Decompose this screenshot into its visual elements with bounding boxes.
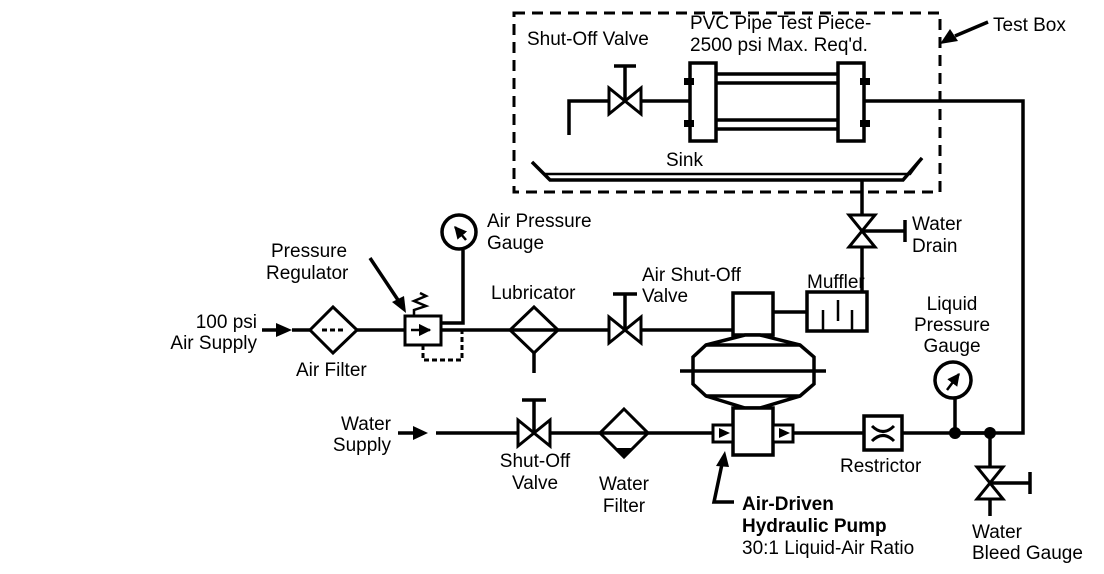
label-water-supply-1: Water bbox=[341, 414, 392, 435]
pressure-regulator bbox=[403, 250, 510, 362]
liquid-pressure-gauge bbox=[933, 360, 996, 439]
label-pvc-line2: 2500 psi Max. Req'd. bbox=[690, 35, 868, 56]
sink bbox=[530, 156, 924, 182]
water-drain-valve bbox=[845, 180, 907, 265]
label-water-drain-2: Drain bbox=[912, 236, 957, 257]
label-air-filter: Air Filter bbox=[296, 360, 367, 381]
label-liquid-gauge-1: Liquid bbox=[927, 294, 978, 315]
label-bleed-1: Water bbox=[972, 522, 1023, 543]
label-water-drain-1: Water bbox=[912, 214, 963, 235]
restrictor bbox=[862, 414, 955, 452]
label-shut-off-bottom-1: Shut-Off bbox=[500, 451, 571, 472]
air-pressure-gauge bbox=[440, 213, 478, 251]
label-air-shut-off-1: Air Shut-Off bbox=[642, 265, 742, 286]
test-box-pointer bbox=[940, 20, 989, 44]
label-liquid-gauge-2: Pressure bbox=[914, 315, 990, 336]
label-air-pressure-gauge-1: Air Pressure bbox=[487, 211, 592, 232]
label-water-supply-2: Supply bbox=[333, 435, 392, 456]
label-air-supply-1: 100 psi bbox=[196, 312, 257, 333]
top-shut-off-valve bbox=[567, 64, 690, 135]
label-pressure-regulator-2: Regulator bbox=[266, 263, 349, 284]
label-pvc-line1: PVC Pipe Test Piece- bbox=[690, 13, 871, 34]
label-water-filter-2: Filter bbox=[603, 496, 646, 517]
label-liquid-gauge-3: Gauge bbox=[923, 336, 980, 357]
pump-pointer bbox=[711, 451, 734, 504]
label-muffler: Muffler bbox=[807, 272, 865, 293]
lubricator bbox=[507, 304, 609, 373]
label-bleed-2: Bleed Gauge bbox=[972, 543, 1083, 564]
water-bleed-valve bbox=[973, 433, 1032, 516]
label-sink: Sink bbox=[666, 150, 703, 171]
label-shut-off-bottom-2: Valve bbox=[512, 473, 558, 494]
label-lubricator: Lubricator bbox=[491, 283, 576, 304]
label-air-shut-off-2: Valve bbox=[642, 286, 688, 307]
label-pressure-regulator-1: Pressure bbox=[271, 241, 347, 262]
pressure-regulator-pointer bbox=[368, 257, 406, 313]
air-filter bbox=[307, 304, 405, 356]
air-supply-inlet bbox=[262, 323, 310, 337]
label-restrictor: Restrictor bbox=[840, 456, 922, 477]
air-shut-off-valve bbox=[607, 292, 733, 347]
label-shut-off-valve-top: Shut-Off Valve bbox=[527, 29, 649, 50]
test-box-outline bbox=[512, 11, 942, 194]
air-driven-hydraulic-pump bbox=[680, 291, 826, 457]
label-air-supply-2: Air Supply bbox=[170, 333, 257, 354]
water-supply-inlet bbox=[398, 426, 518, 440]
label-test-box: Test Box bbox=[993, 15, 1066, 36]
label-pump-2: Hydraulic Pump bbox=[742, 516, 887, 537]
label-pump-3: 30:1 Liquid-Air Ratio bbox=[742, 538, 914, 559]
water-filter bbox=[597, 406, 713, 460]
label-pump-1: Air-Driven bbox=[742, 494, 834, 515]
muffler bbox=[773, 265, 869, 333]
pvc-pipe-test-piece bbox=[684, 61, 870, 143]
label-air-pressure-gauge-2: Gauge bbox=[487, 233, 544, 254]
bottom-shut-off-valve bbox=[516, 398, 600, 450]
label-water-filter-1: Water bbox=[599, 474, 650, 495]
